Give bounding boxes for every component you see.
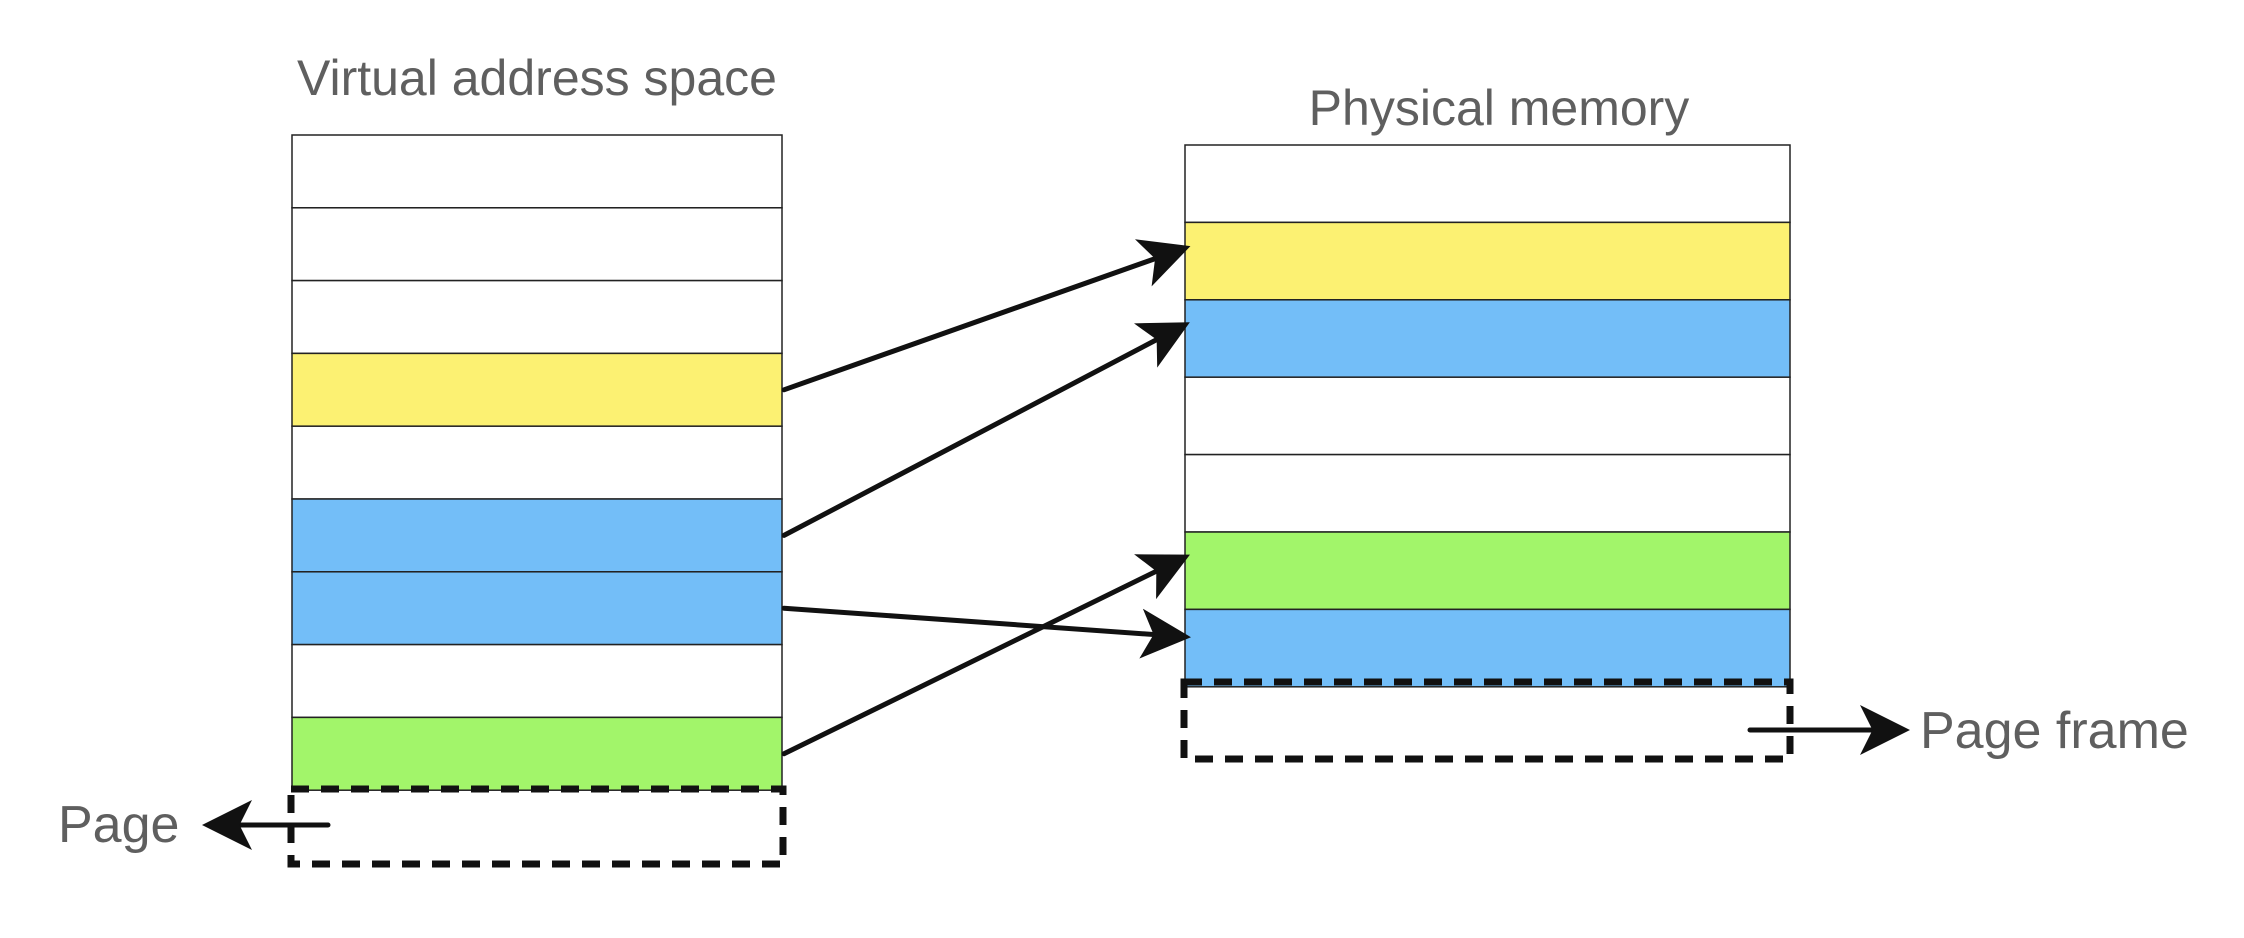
virtual-page-5-blue (291, 498, 783, 573)
physical-memory-title: Physical memory (1309, 80, 1690, 136)
virtual-page-4-empty (291, 425, 783, 500)
physical-frame-4-empty (1184, 453, 1791, 533)
page-label: Page (58, 796, 179, 854)
page-dashed-outline (287, 785, 787, 868)
virtual-page-8-green (291, 716, 783, 791)
page-frame-label: Page frame (1920, 702, 2189, 760)
virtual-page-6-blue (291, 571, 783, 646)
physical-frame-0-empty (1184, 144, 1791, 224)
mapping-arrows (781, 239, 1191, 757)
mapping-arrow-page-3-to-frame-1 (781, 239, 1191, 393)
physical-frame-2-blue (1184, 299, 1791, 378)
physical-frame-6-blue (1184, 608, 1791, 688)
physical-memory (1184, 144, 1791, 688)
mapping-arrow-page-8-to-frame-5 (781, 554, 1190, 757)
page-frame-dashed-outline (1180, 678, 1794, 763)
virtual-page-7-empty (291, 643, 783, 719)
virtual-address-space-title: Virtual address space (297, 50, 777, 106)
mapping-arrow-page-5-to-frame-2 (781, 322, 1190, 538)
virtual-address-space (291, 134, 783, 791)
virtual-page-0-empty (291, 134, 783, 209)
physical-frame-1-yellow (1184, 221, 1791, 301)
virtual-page-2-empty (291, 279, 783, 355)
physical-frame-3-empty (1184, 376, 1791, 456)
mapping-arrow-page-6-to-frame-6 (781, 605, 1191, 659)
virtual-page-1-empty (291, 207, 783, 282)
virtual-page-3-yellow (291, 352, 783, 427)
physical-frame-5-green (1184, 531, 1791, 611)
